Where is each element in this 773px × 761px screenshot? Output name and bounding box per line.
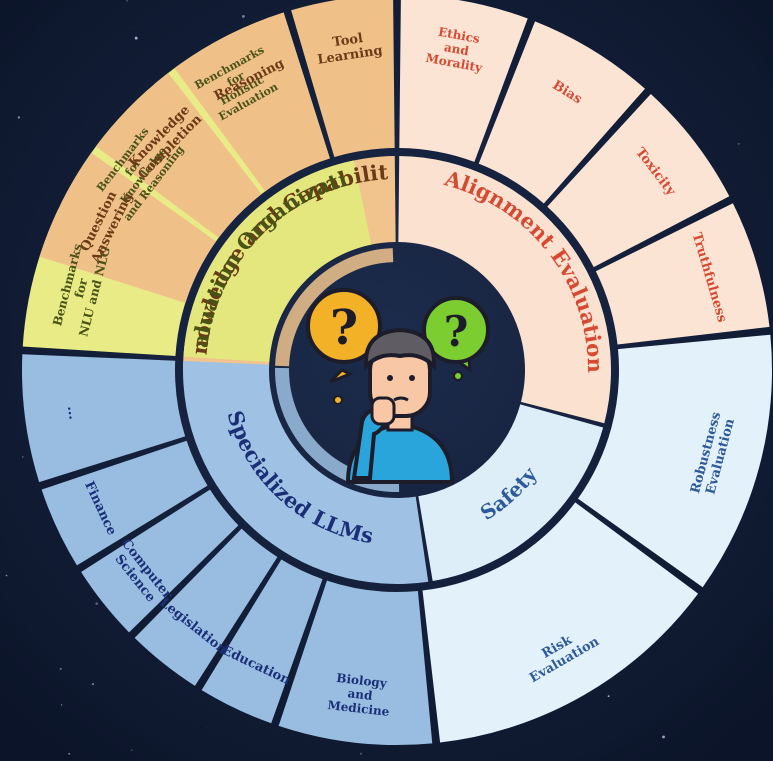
- star-field: [5, 0, 740, 755]
- star: [241, 14, 245, 18]
- outer-segment: [95, 72, 262, 238]
- wheel-segments: [22, 0, 772, 746]
- svg-text:?: ?: [330, 300, 358, 356]
- right-question-bubble-icon: ?: [422, 296, 490, 374]
- inner-segment-specialized: [183, 361, 429, 584]
- star: [134, 36, 138, 40]
- inner-segment-safety: [418, 404, 604, 582]
- star: [737, 143, 740, 145]
- outer-segment: [547, 93, 730, 268]
- outer-segment: [41, 440, 208, 566]
- star: [129, 28, 131, 29]
- star: [59, 667, 62, 670]
- left-question-bubble-icon: ?: [306, 288, 382, 384]
- outer-segment: [422, 502, 699, 743]
- star: [17, 116, 21, 119]
- outer-segment: [81, 489, 239, 633]
- outer-segment: [201, 559, 323, 724]
- star: [21, 456, 24, 458]
- outer-segment: [134, 528, 278, 686]
- svg-text:?: ?: [444, 307, 469, 356]
- inner-segment-alignment: [398, 156, 611, 424]
- star: [359, 752, 363, 755]
- inner-rim-knowledge: [275, 248, 394, 367]
- star: [60, 704, 63, 706]
- outer-segment: [22, 354, 186, 483]
- thinking-person-icon: ? ?: [306, 288, 490, 484]
- outer-label-line: and: [443, 40, 471, 58]
- outer-segment: [577, 334, 772, 588]
- star: [95, 602, 99, 606]
- star: [662, 735, 665, 739]
- outer-segment: [174, 12, 330, 192]
- star: [91, 683, 95, 686]
- outer-label-line: Biology: [336, 671, 389, 691]
- outer-label: ...: [64, 405, 81, 420]
- star: [607, 695, 610, 698]
- outer-segment: [478, 21, 645, 204]
- outer-segment: [291, 0, 395, 158]
- star: [126, 0, 129, 2]
- outer-segment: [399, 0, 528, 162]
- star: [68, 752, 70, 755]
- star: [5, 574, 8, 577]
- outer-label-line: ...: [64, 405, 81, 420]
- star: [205, 727, 207, 729]
- outer-segment: [278, 580, 433, 746]
- outer-segment: [39, 152, 217, 303]
- outer-segment: [595, 203, 770, 345]
- outer-label-line: for: [72, 276, 91, 299]
- outer-label-line: Tool: [332, 31, 364, 50]
- star: [130, 749, 133, 751]
- outer-label-line: and: [347, 686, 374, 703]
- inner-segment-organization: [183, 160, 372, 362]
- star: [59, 670, 61, 671]
